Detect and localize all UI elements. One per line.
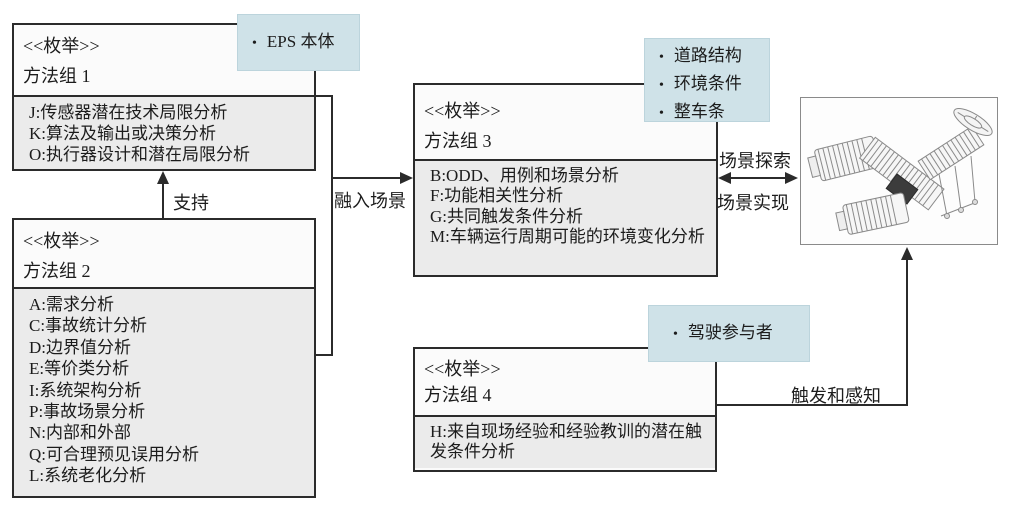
list-item: I:系统架构分析 xyxy=(29,380,142,400)
label-trigger-and-perceive: 触发和感知 xyxy=(791,386,881,406)
scenario-arrow-head-left xyxy=(718,172,731,184)
group4-title: 方法组 4 xyxy=(424,385,492,405)
list-item: A:需求分析 xyxy=(29,295,114,314)
group3-title: 方法组 3 xyxy=(424,131,492,151)
bullet-icon: • xyxy=(659,50,664,65)
list-item: F:功能相关性分析 xyxy=(430,186,564,206)
trigger-arrow-head xyxy=(901,247,913,260)
list-item: J:传感器潜在技术局限分析 xyxy=(29,103,228,122)
note-line: • 驾驶参与者 xyxy=(673,320,801,348)
group1-title: 方法组 1 xyxy=(23,66,91,86)
group2-items: A:需求分析 C:事故统计分析 D:边界值分析 E:等价类分析 I:系统架构分析… xyxy=(14,289,314,496)
note-road-conditions: • 道路结构 • 环境条件 • 整车条 xyxy=(644,38,770,122)
note-line: • 道路结构 xyxy=(659,43,761,71)
list-item: N:内部和外部 xyxy=(29,423,131,443)
scenario-arrow-head-right xyxy=(785,172,798,184)
merge-arrow-head xyxy=(400,172,413,184)
note-line: • EPS 本体 xyxy=(252,29,351,57)
list-item: D:边界值分析 xyxy=(29,337,131,357)
bullet-icon: • xyxy=(252,36,257,51)
group2-stereotype: <<枚举>> xyxy=(23,231,100,251)
eps-rig-drawing xyxy=(807,108,993,235)
eps-rig-image xyxy=(800,97,998,245)
note-text: 驾驶参与者 xyxy=(687,323,773,342)
group2-title: 方法组 2 xyxy=(23,261,91,281)
list-item: E:等价类分析 xyxy=(29,359,130,379)
enum-box-group3: <<枚举>> 方法组 3 B:ODD、用例和场景分析 F:功能相关性分析 G:共… xyxy=(413,83,718,277)
enum-box-group4: <<枚举>> 方法组 4 H:来自现场经验和经验教训的潜在触发条件分析 xyxy=(413,347,717,472)
list-item: C:事故统计分析 xyxy=(29,316,148,336)
group1-stereotype: <<枚举>> xyxy=(23,36,100,56)
bullet-icon: • xyxy=(673,327,678,342)
note-line: • 整车条 xyxy=(659,99,761,127)
note-line: • 环境条件 xyxy=(659,71,761,99)
trigger-connector xyxy=(717,258,908,406)
label-scenario-realize: 场景实现 xyxy=(717,193,789,213)
list-item: H:来自现场经验和经验教训的潜在触发条件分析 xyxy=(430,422,702,461)
note-eps-body: • EPS 本体 xyxy=(237,14,360,71)
note-text: EPS 本体 xyxy=(266,32,335,51)
group4-items: H:来自现场经验和经验教训的潜在触发条件分析 xyxy=(415,417,715,468)
bullet-icon: • xyxy=(659,78,664,93)
note-text: 环境条件 xyxy=(673,74,742,93)
bracket-connector xyxy=(316,95,333,356)
label-merge-into-scenario: 融入场景 xyxy=(334,191,406,211)
group3-stereotype: <<枚举>> xyxy=(424,101,501,121)
list-item: L:系统老化分析 xyxy=(29,466,147,486)
group4-stereotype: <<枚举>> xyxy=(424,359,501,379)
group1-items: J:传感器潜在技术局限分析 K:算法及输出或决策分析 O:执行器设计和潜在局限分… xyxy=(14,97,314,169)
support-arrow-head xyxy=(157,171,169,184)
group2-header: <<枚举>> 方法组 2 xyxy=(14,220,314,289)
bullet-icon: • xyxy=(659,106,664,121)
group3-items: B:ODD、用例和场景分析 F:功能相关性分析 G:共同触发条件分析 M:车辆运… xyxy=(415,161,716,275)
list-item: O:执行器设计和潜在局限分析 xyxy=(29,145,250,165)
note-driving-participant: • 驾驶参与者 xyxy=(648,305,810,362)
list-item: M:车辆运行周期可能的环境变化分析 xyxy=(430,227,705,247)
label-support: 支持 xyxy=(173,193,209,213)
enum-box-group2: <<枚举>> 方法组 2 A:需求分析 C:事故统计分析 D:边界值分析 E:等… xyxy=(12,218,316,498)
note-text: 道路结构 xyxy=(673,46,742,65)
list-item: P:事故场景分析 xyxy=(29,402,146,422)
note-text: 整车条 xyxy=(673,102,725,121)
list-item: B:ODD、用例和场景分析 xyxy=(430,166,619,185)
list-item: Q:可合理预见误用分析 xyxy=(29,444,199,464)
list-item: G:共同触发条件分析 xyxy=(430,206,583,226)
label-scenario-explore: 场景探索 xyxy=(719,151,791,171)
list-item: K:算法及输出或决策分析 xyxy=(29,124,216,144)
